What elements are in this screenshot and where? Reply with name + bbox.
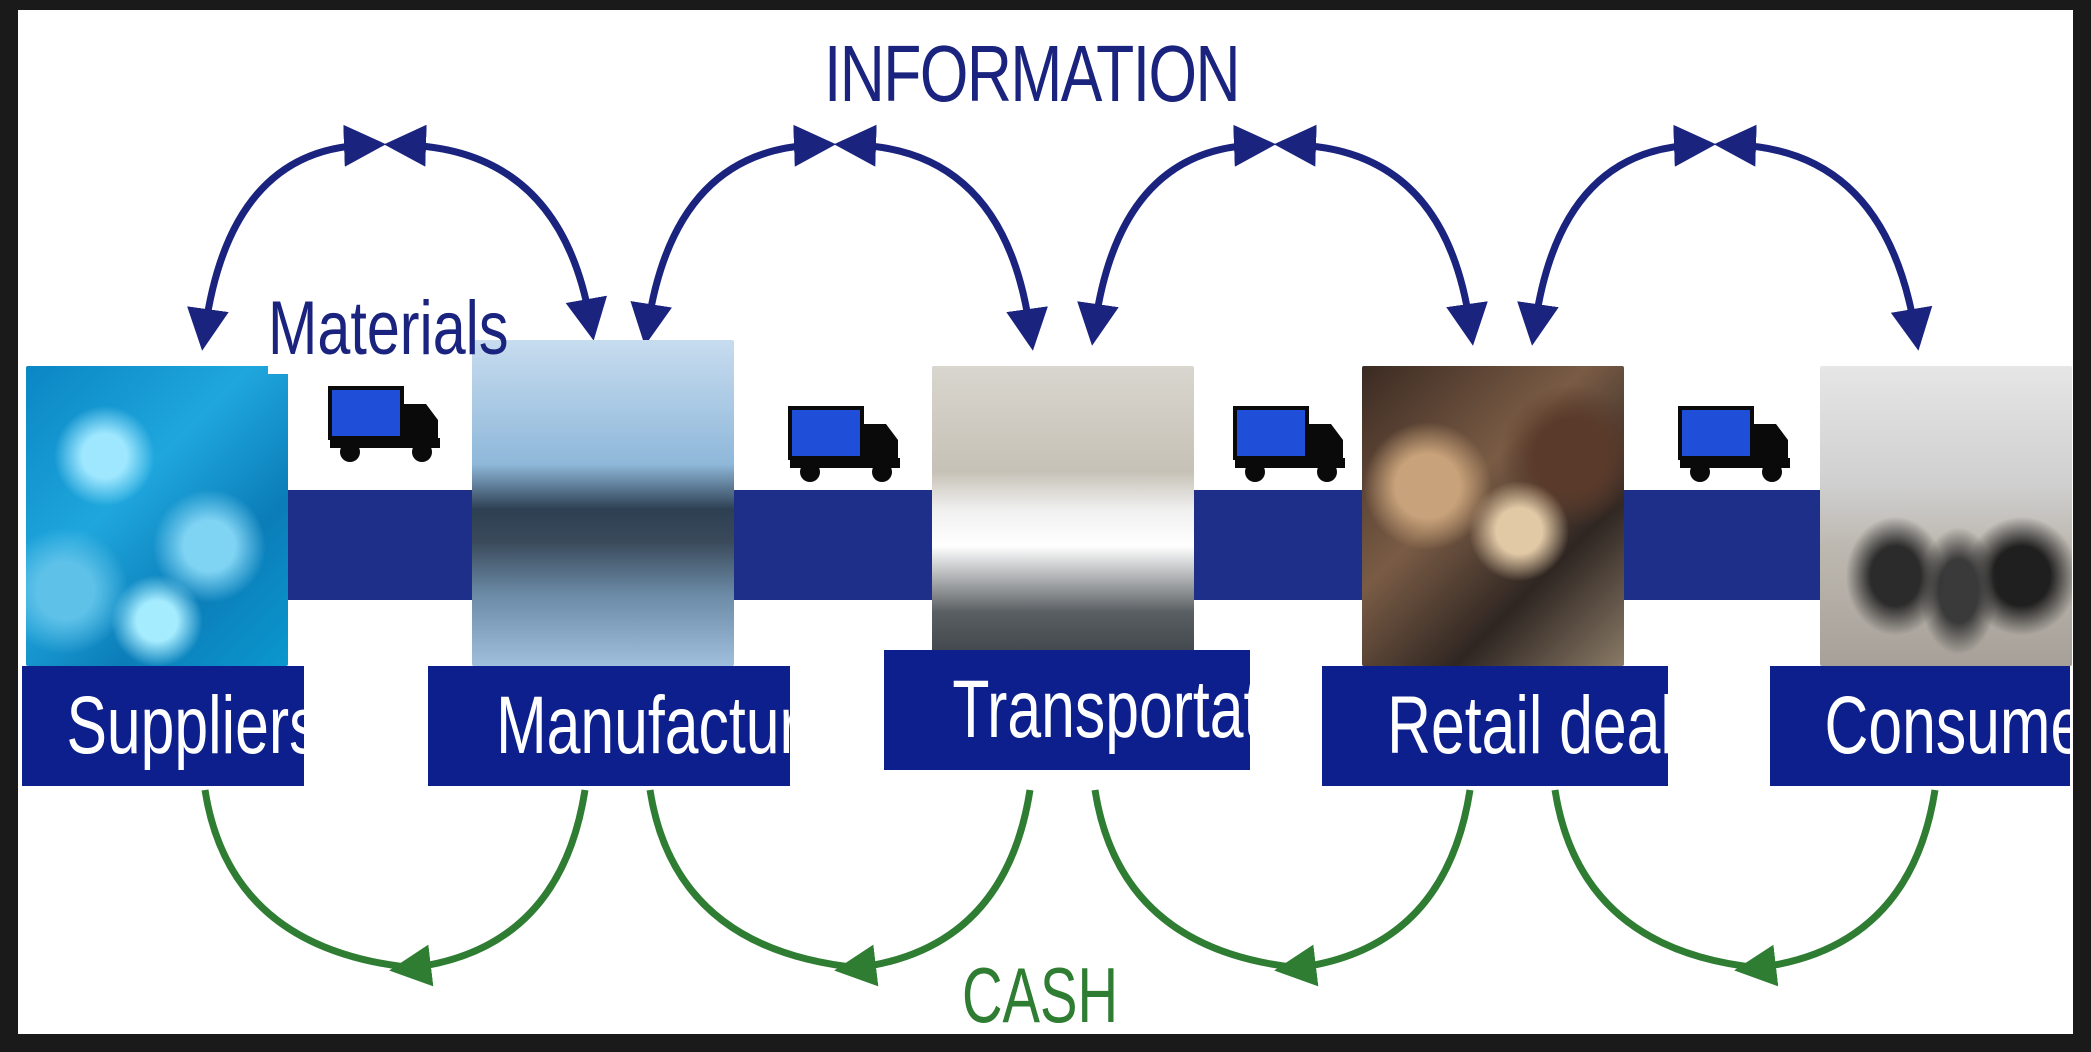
cash-title: CASH: [961, 951, 1119, 1039]
cash-arrow: [201, 789, 416, 972]
information-arrow: [187, 124, 386, 351]
cash-arrow: [1091, 789, 1301, 972]
cash-arrow: [1734, 789, 1939, 987]
cash-arrow: [389, 789, 589, 987]
stage-label-transportation: Transportation: [884, 650, 1250, 770]
truck-icon: [788, 406, 900, 482]
truck-icon: [1678, 406, 1790, 482]
stage-label-suppliers: Suppliers: [22, 666, 304, 786]
information-arrow: [1714, 124, 1933, 351]
materials-label: Materials: [268, 284, 508, 374]
information-arrow: [834, 124, 1048, 351]
information-arrow: [1274, 124, 1488, 346]
information-arrow: [1517, 124, 1716, 346]
stage-label-consumers: Consumers: [1770, 666, 2070, 786]
information-arrow: [384, 124, 608, 341]
information-arrow: [630, 124, 836, 346]
transportation-photo: [932, 366, 1194, 666]
manufacturers-photo: [472, 340, 734, 666]
cash-arrow: [1274, 789, 1474, 987]
truck-icon: [328, 386, 440, 462]
suppliers-photo: [26, 366, 288, 666]
consumers-photo: [1820, 366, 2072, 666]
stage-label-retail-dealers: Retail dealers: [1322, 666, 1668, 786]
cash-arrow: [646, 789, 861, 972]
stage-label-manufacturers: Manufacturers: [428, 666, 790, 786]
cash-arrow: [1551, 789, 1761, 972]
retail-dealers-photo: [1362, 366, 1624, 666]
cash-arrow: [834, 789, 1034, 987]
truck-icon: [1233, 406, 1345, 482]
information-arrow: [1077, 124, 1276, 346]
